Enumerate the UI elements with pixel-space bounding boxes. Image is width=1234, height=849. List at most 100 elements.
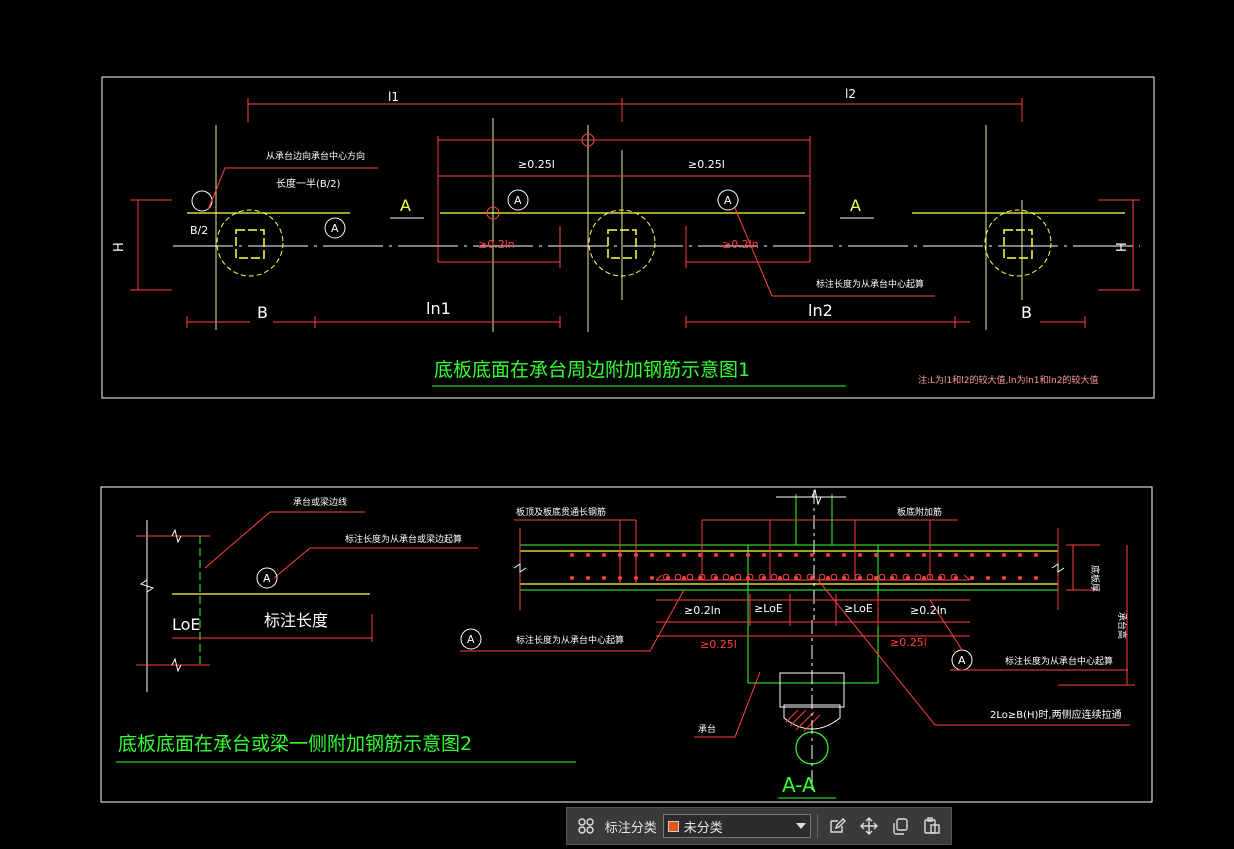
rebar-dot	[866, 573, 874, 581]
dim-02ln-a: ≥0.2ln	[684, 604, 721, 617]
label-cap-height: 承台高	[1116, 612, 1128, 639]
dim-025l	[437, 136, 811, 268]
rebar-dot	[1018, 576, 1022, 580]
rebar-dot	[602, 553, 606, 557]
rebar-dot	[650, 576, 654, 580]
rebar-dot	[938, 553, 942, 557]
rebar-dot	[570, 553, 574, 557]
paste-icon[interactable]	[919, 813, 945, 839]
rebar-dot	[618, 576, 622, 580]
chevron-down-icon	[796, 823, 807, 829]
note-center-left: 标注长度为从承台中心起算	[516, 634, 624, 646]
rebar-dot	[722, 573, 730, 581]
rebar-dot	[778, 553, 782, 557]
rebar-dot	[782, 573, 790, 581]
dim-loe-a: ≥LoE	[754, 602, 783, 615]
marker-a-1: A	[331, 222, 339, 235]
rebar-dot	[770, 573, 778, 581]
drawing1-title: 底板底面在承台周边附加钢筋示意图1	[434, 359, 750, 381]
rebar-dot	[570, 576, 574, 580]
rebar-dot	[954, 553, 958, 557]
drawing2-title: 底板底面在承台或梁一侧附加钢筋示意图2	[118, 733, 472, 755]
detail-left	[136, 511, 478, 692]
dim-l2: l2	[845, 87, 856, 101]
category-label: 标注分类	[604, 820, 657, 836]
marker-a-2: A	[514, 194, 522, 207]
rebar-dot	[806, 573, 814, 581]
dim-02ln-left: ≥0.2ln	[478, 238, 515, 251]
rebar-dot	[698, 573, 706, 581]
rebar-dot	[682, 576, 686, 580]
drawing2-frame	[100, 486, 1153, 803]
mark-circle-1	[581, 133, 595, 147]
rebar-dot	[794, 553, 798, 557]
dim-h	[130, 199, 1140, 291]
rebar-dot	[734, 573, 742, 581]
rebar-dot	[674, 573, 682, 581]
rebar-dot	[890, 573, 898, 581]
marker-a-group	[324, 189, 739, 239]
rebar-dot	[730, 553, 734, 557]
rebar-dot	[794, 573, 802, 581]
rebar-dot	[1002, 576, 1006, 580]
label-ln2: ln2	[808, 301, 833, 320]
rebar-dot	[714, 553, 718, 557]
note-center-right: 标注长度为从承台中心起算	[1005, 655, 1113, 667]
dim-l1: l1	[388, 90, 399, 104]
copy-icon[interactable]	[888, 813, 914, 839]
marker-a-sec-left: A	[467, 633, 475, 646]
edit-icon[interactable]	[824, 813, 850, 839]
rebar-dots[interactable]	[570, 553, 1038, 581]
rebar-dot	[1034, 576, 1038, 580]
axes	[215, 118, 1023, 332]
drawing1-footnote: 注:L为l1和l2的较大值,ln为ln1和ln2的较大值	[918, 374, 1098, 386]
grid-apps-icon[interactable]	[573, 813, 599, 839]
note-half-width-1: 从承台边向承台中心方向	[266, 150, 365, 162]
dim-02ln-b: ≥0.2ln	[910, 604, 947, 617]
rebar-dot	[634, 553, 638, 557]
mark-circle-2	[486, 206, 500, 220]
rebar-dot	[970, 553, 974, 557]
rebar-dot	[618, 553, 622, 557]
rebar-dot	[842, 573, 850, 581]
rebar-dot	[682, 553, 686, 557]
rebar-dot	[1002, 553, 1006, 557]
rebar-dot	[650, 553, 654, 557]
rebar-dot	[926, 573, 934, 581]
category-select[interactable]: 未分类	[662, 814, 812, 838]
rebar-dot	[662, 573, 670, 581]
rebar-dot	[698, 553, 702, 557]
pile-cap-middle	[588, 209, 656, 277]
category-color-swatch	[667, 820, 679, 832]
note-half-width-2: 长度一半(B/2)	[276, 177, 340, 190]
rebar-dot	[970, 576, 974, 580]
rebar-dot	[810, 553, 814, 557]
rebar-dot	[746, 573, 754, 581]
label-h-right: H	[1115, 242, 1130, 252]
rebar-dot	[602, 576, 606, 580]
rebar-dot	[922, 576, 926, 580]
dim-025l-right: ≥0.25l	[688, 158, 725, 171]
note-bottom-add: 板底附加筋	[897, 506, 942, 518]
rebar-dot	[746, 553, 750, 557]
move-icon[interactable]	[856, 813, 882, 839]
label-b-right: B	[1021, 303, 1032, 322]
label-slab-thk: 底板厚	[1089, 565, 1101, 592]
rebar-dot	[842, 553, 846, 557]
rebar-dot	[950, 573, 958, 581]
rebar-dot	[826, 553, 830, 557]
section-a-right: A	[850, 196, 861, 215]
rebar-dot	[730, 576, 734, 580]
rebar-dot	[906, 553, 910, 557]
drawing1-frame	[101, 76, 1155, 399]
dim-02ln-right: ≥0.2ln	[722, 238, 759, 251]
rebar-dot	[922, 553, 926, 557]
section-a-left: A	[400, 196, 411, 215]
rebar-dot	[938, 573, 946, 581]
section-view	[460, 488, 1135, 799]
section-aa-title: A-A	[782, 773, 816, 797]
dim-025l-a: ≥0.25l	[700, 638, 737, 651]
label-cap: 承台	[698, 723, 716, 735]
dim-025l-b: ≥0.25l	[890, 636, 927, 649]
